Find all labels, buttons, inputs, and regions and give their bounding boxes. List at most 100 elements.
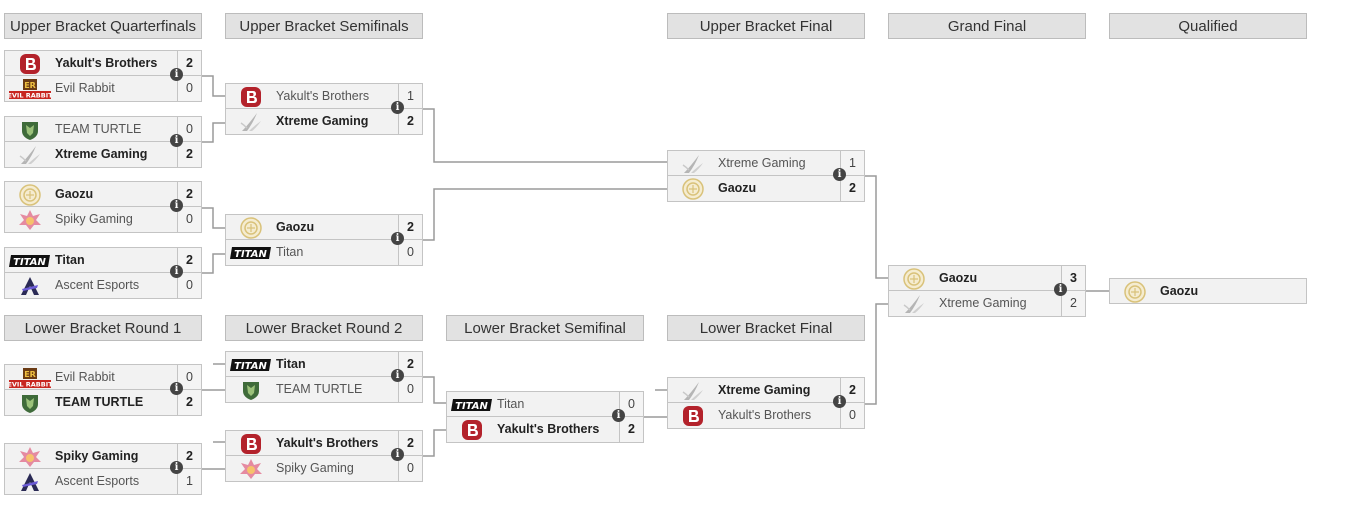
team-score: 0 (177, 207, 201, 232)
team-row[interactable]: TEAM TURTLE 2 (4, 390, 202, 416)
xtreme-icon (672, 381, 714, 401)
match-info-icon[interactable]: i (170, 199, 183, 212)
match-info-icon[interactable]: i (391, 369, 404, 382)
match-info-icon[interactable]: i (170, 265, 183, 278)
match-info-icon[interactable]: i (833, 168, 846, 181)
team-name: Gaozu (718, 181, 757, 195)
team-name: Titan (497, 397, 525, 411)
team-name: Titan (276, 245, 304, 259)
team-row[interactable]: Xtreme Gaming 2 (225, 109, 423, 135)
qualified-slot[interactable]: Gaozu (1109, 278, 1307, 304)
qualified-team-row[interactable]: Gaozu (1109, 278, 1307, 304)
match-info-icon[interactable]: i (833, 395, 846, 408)
spiky-icon (9, 447, 51, 467)
spiky-icon (230, 459, 272, 479)
match-info-icon[interactable]: i (391, 101, 404, 114)
team-score: 2 (398, 109, 422, 134)
team-name: Gaozu (55, 187, 94, 201)
match-info-icon[interactable]: i (391, 448, 404, 461)
team-row[interactable]: Yakult's Brothers 0 (667, 403, 865, 429)
team-score: 1 (177, 469, 201, 494)
team-name: TEAM TURTLE (55, 395, 144, 409)
svg-text:ER: ER (24, 370, 36, 379)
team-score: 0 (398, 377, 422, 402)
team-row[interactable]: Ascent Esports 1 (4, 469, 202, 495)
match-info-icon[interactable]: i (170, 382, 183, 395)
team-score: 2 (177, 142, 201, 167)
team-name: Yakult's Brothers (718, 408, 812, 422)
header-lower-round-2: Lower Bracket Round 2 (225, 315, 423, 341)
team-score: 2 (1061, 291, 1085, 316)
match-info-icon[interactable]: i (612, 409, 625, 422)
match-info-icon[interactable]: i (170, 134, 183, 147)
match-info-icon[interactable]: i (170, 461, 183, 474)
team-name: Spiky Gaming (55, 212, 133, 226)
team-score: 2 (177, 248, 201, 272)
titan-icon: TITAN (230, 243, 272, 263)
header-lower-round-1: Lower Bracket Round 1 (4, 315, 202, 341)
team-name: Xtreme Gaming (718, 156, 806, 170)
team-name: Titan (276, 357, 306, 371)
match-info-icon[interactable]: i (391, 232, 404, 245)
team-score: 2 (177, 390, 201, 415)
gaozu-icon (9, 184, 51, 206)
team-name: Yakult's Brothers (55, 56, 158, 70)
team-name: Ascent Esports (55, 474, 140, 488)
team-name: Evil Rabbit (55, 370, 115, 384)
yakult-icon (230, 87, 272, 107)
svg-text:TITAN: TITAN (234, 249, 267, 260)
gaozu-icon (1114, 281, 1156, 303)
team-name: Spiky Gaming (276, 461, 354, 475)
spiky-icon (9, 210, 51, 230)
yakult-icon (672, 406, 714, 426)
team-name: Xtreme Gaming (55, 147, 148, 161)
xtreme-icon (9, 145, 51, 165)
team-row[interactable]: Spiky Gaming 0 (4, 207, 202, 233)
team-row[interactable]: Xtreme Gaming 2 (4, 142, 202, 168)
match-info-icon[interactable]: i (170, 68, 183, 81)
match-info-icon[interactable]: i (1054, 283, 1067, 296)
team-turtle-icon (230, 380, 272, 400)
header-lower-semifinal: Lower Bracket Semifinal (446, 315, 644, 341)
team-score: 0 (840, 403, 864, 428)
qualified-team-name: Gaozu (1160, 284, 1199, 298)
team-name: Xtreme Gaming (276, 114, 369, 128)
header-qualified: Qualified (1109, 13, 1307, 39)
svg-text:ER: ER (24, 81, 36, 90)
